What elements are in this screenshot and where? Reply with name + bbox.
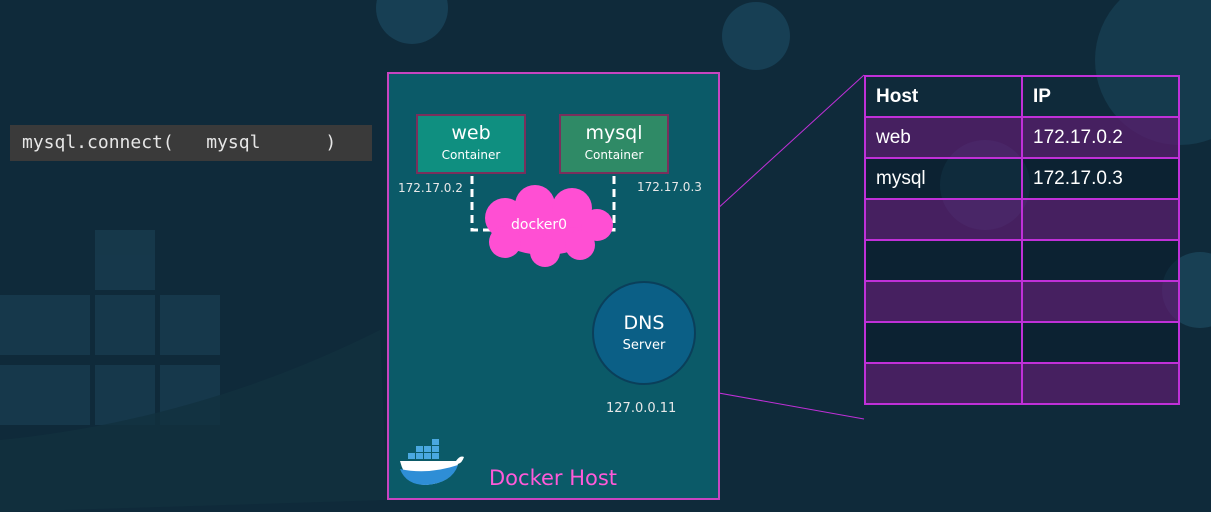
- dns-server: DNS Server: [592, 281, 696, 385]
- dns-table: Host IP web 172.17.0.2 mysql 172.17.0.3: [864, 75, 1180, 405]
- table-row: [864, 321, 1180, 364]
- container-type: Container: [584, 148, 644, 162]
- table-row: [864, 239, 1180, 282]
- table-cell-ip: [1021, 198, 1180, 241]
- table-cell-ip: [1021, 239, 1180, 282]
- table-cell-ip: [1021, 321, 1180, 364]
- table-row: [864, 362, 1180, 405]
- table-row: [864, 198, 1180, 241]
- dns-title: DNS: [623, 312, 665, 334]
- container-name: mysql: [585, 122, 643, 144]
- container-name: web: [451, 122, 491, 144]
- docker-host-label: Docker Host: [489, 466, 618, 490]
- table-cell-ip: 172.17.0.2: [1021, 116, 1180, 159]
- table-cell-host: [864, 280, 1023, 323]
- docker-whale-icon: [400, 439, 464, 485]
- mysql-container: mysql Container: [559, 114, 669, 174]
- table-header-ip: IP: [1021, 75, 1180, 118]
- container-type: Container: [441, 148, 501, 162]
- table-cell-host: [864, 239, 1023, 282]
- table-cell-host: [864, 321, 1023, 364]
- docker0-label: docker0: [511, 217, 568, 233]
- table-row: mysql 172.17.0.3: [864, 157, 1180, 200]
- table-header-row: Host IP: [864, 75, 1180, 118]
- table-cell-host: [864, 198, 1023, 241]
- table-row: web 172.17.0.2: [864, 116, 1180, 159]
- mysql-ip-label: 172.17.0.3: [637, 180, 702, 194]
- table-cell-host: [864, 362, 1023, 405]
- web-container: web Container: [416, 114, 526, 174]
- table-row: [864, 280, 1180, 323]
- table-cell-ip: [1021, 280, 1180, 323]
- table-header-host: Host: [864, 75, 1023, 118]
- dns-subtitle: Server: [622, 338, 666, 353]
- table-cell-host: web: [864, 116, 1023, 159]
- dns-ip-label: 127.0.0.11: [606, 401, 677, 416]
- code-snippet: mysql.connect( mysql ): [10, 125, 372, 161]
- web-ip-label: 172.17.0.2: [398, 181, 463, 195]
- table-cell-ip: 172.17.0.3: [1021, 157, 1180, 200]
- table-cell-ip: [1021, 362, 1180, 405]
- table-cell-host: mysql: [864, 157, 1023, 200]
